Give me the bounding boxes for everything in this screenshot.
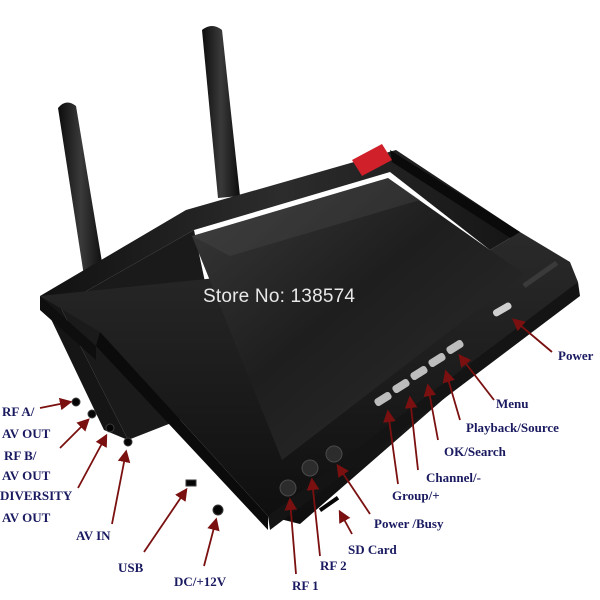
label-av-out-1: AV OUT xyxy=(2,426,51,441)
rf1-button[interactable] xyxy=(279,479,297,497)
side-ports xyxy=(71,397,224,516)
channel-minus-button[interactable] xyxy=(391,378,411,394)
arrow-power-busy xyxy=(336,463,371,515)
screen xyxy=(192,178,524,460)
arrow-usb xyxy=(143,487,188,553)
diversity-port xyxy=(105,423,115,433)
arrow-ok xyxy=(423,383,439,441)
menu-button[interactable] xyxy=(445,339,465,355)
usb-port xyxy=(185,479,197,487)
arrow-dc xyxy=(203,517,220,567)
arrow-diversity xyxy=(77,433,108,489)
rf2-button[interactable] xyxy=(301,459,319,477)
arrow-playback xyxy=(442,369,461,421)
arrow-rf-b xyxy=(59,418,90,449)
power-busy-button[interactable] xyxy=(325,445,343,463)
label-rf-a: RF A/ xyxy=(2,404,35,419)
sd-card-slot xyxy=(318,496,340,512)
label-group-plus: Group/+ xyxy=(392,488,440,503)
antenna-left xyxy=(58,102,104,276)
rf-b-port xyxy=(87,409,97,419)
label-power: Power xyxy=(558,348,594,363)
label-sd-card: SD Card xyxy=(348,542,397,557)
store-watermark: Store No: 138574 xyxy=(203,286,356,307)
arrow-sd xyxy=(338,509,353,535)
label-rf2: RF 2 xyxy=(320,558,347,573)
power-button[interactable] xyxy=(492,301,513,317)
dc-12v-port xyxy=(212,504,224,516)
antenna-right xyxy=(202,26,240,198)
ok-search-button[interactable] xyxy=(409,365,429,381)
arrow-av-in xyxy=(111,449,131,525)
label-rf-b: RF B/ xyxy=(4,448,37,463)
rf-a-port xyxy=(71,397,81,407)
arrow-rf2 xyxy=(306,477,321,557)
control-buttons xyxy=(373,339,465,407)
playback-source-button[interactable] xyxy=(427,352,447,368)
label-usb: USB xyxy=(118,560,144,575)
red-film-tab xyxy=(352,144,392,176)
av-in-port xyxy=(123,437,133,447)
arrow-channel xyxy=(404,395,419,471)
arrow-rf-a xyxy=(39,397,73,411)
label-ok-search: OK/Search xyxy=(444,444,506,459)
arrow-rf1 xyxy=(284,497,298,575)
label-power-busy: Power /Busy xyxy=(374,516,444,531)
label-playback-source: Playback/Source xyxy=(466,420,559,435)
label-menu: Menu xyxy=(496,396,529,411)
label-diversity: DIVERSITY xyxy=(0,488,73,503)
brand-strip xyxy=(522,260,559,288)
label-av-out-3: AV OUT xyxy=(2,510,51,525)
callout-arrows xyxy=(39,318,553,575)
arrow-power xyxy=(512,318,553,353)
arrow-group xyxy=(383,409,399,485)
arrow-menu xyxy=(458,354,495,401)
label-rf1: RF 1 xyxy=(292,578,319,593)
label-av-out-2: AV OUT xyxy=(2,468,51,483)
label-channel-minus: Channel/- xyxy=(426,470,481,485)
group-plus-button[interactable] xyxy=(373,391,393,407)
label-av-in: AV IN xyxy=(76,528,111,543)
label-dc-12v: DC/+12V xyxy=(174,574,227,589)
